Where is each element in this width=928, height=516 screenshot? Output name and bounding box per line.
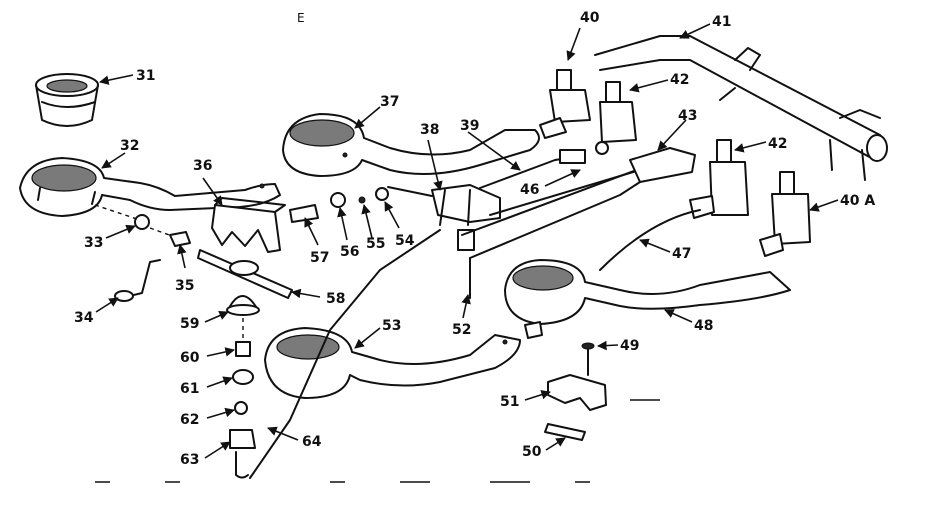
pipe-58 <box>197 249 293 299</box>
callout-63: 63 <box>180 452 199 468</box>
callout-33: 33 <box>84 235 103 251</box>
callout-60: 60 <box>180 350 200 366</box>
tube-47 <box>599 209 701 271</box>
callout-35: 35 <box>175 278 194 294</box>
callout-54: 54 <box>395 233 415 249</box>
callout-43: 43 <box>678 108 697 124</box>
callout-31: 31 <box>136 68 155 84</box>
callout-55: 55 <box>366 236 385 252</box>
cap-59 <box>226 295 260 316</box>
callout-57: 57 <box>310 250 329 266</box>
callout-52: 52 <box>452 322 471 338</box>
manifold-41 <box>594 35 888 181</box>
callout-46: 46 <box>520 182 539 198</box>
nut-61 <box>232 369 254 385</box>
callout-59: 59 <box>180 316 199 332</box>
orifice-35 <box>149 227 191 247</box>
callout-49: 49 <box>620 338 639 354</box>
washer-62 <box>234 401 248 415</box>
leader-lines <box>95 23 839 459</box>
clip-50 <box>544 423 586 441</box>
burner-53 <box>264 327 521 399</box>
nut-63 <box>229 429 256 479</box>
shield-36 <box>211 197 286 253</box>
tube-64 <box>249 229 441 479</box>
callout-36: 36 <box>193 158 212 174</box>
callout-41: 41 <box>712 14 731 30</box>
callout-47: 47 <box>672 246 691 262</box>
valve-42-upper <box>595 81 637 155</box>
callout-labels: 31 32 33 34 35 36 37 38 39 40 40 A 41 42… <box>74 10 875 468</box>
callout-38: 38 <box>420 122 439 138</box>
screw-49 <box>581 342 595 376</box>
burner-cap-31 <box>35 73 99 127</box>
bracket-34 <box>112 259 161 302</box>
fitting-60 <box>235 341 251 357</box>
callout-39: 39 <box>460 118 479 134</box>
callout-32: 32 <box>120 138 139 154</box>
washer-55 <box>358 196 366 204</box>
fitting-43 <box>469 147 696 259</box>
corner-mark: E <box>297 11 305 25</box>
callout-51: 51 <box>500 394 519 410</box>
callout-40a: 40 A <box>840 193 875 209</box>
callout-50: 50 <box>522 444 542 460</box>
callout-61: 61 <box>180 381 199 397</box>
callout-34: 34 <box>74 310 94 326</box>
callout-64: 64 <box>302 434 322 450</box>
callout-40: 40 <box>580 10 600 26</box>
callout-42-upper: 42 <box>670 72 689 88</box>
bottom-rule <box>95 399 660 483</box>
orifice-57 <box>289 204 319 223</box>
fitting-54 <box>375 187 389 201</box>
tube-39 <box>479 149 586 189</box>
callout-58: 58 <box>326 291 345 307</box>
burner-48 <box>504 259 791 339</box>
callout-62: 62 <box>180 412 199 428</box>
nut-56 <box>330 192 346 208</box>
burner-37 <box>282 113 540 177</box>
callout-37: 37 <box>380 94 399 110</box>
bracket-51 <box>547 374 607 411</box>
callout-48: 48 <box>694 318 713 334</box>
orifice-33 <box>94 204 150 230</box>
valve-40a <box>759 171 811 257</box>
callout-42-lower: 42 <box>768 136 787 152</box>
valve-42-lower <box>689 139 749 219</box>
callout-53: 53 <box>382 318 401 334</box>
valve-40 <box>539 69 591 139</box>
callout-56: 56 <box>340 244 359 260</box>
